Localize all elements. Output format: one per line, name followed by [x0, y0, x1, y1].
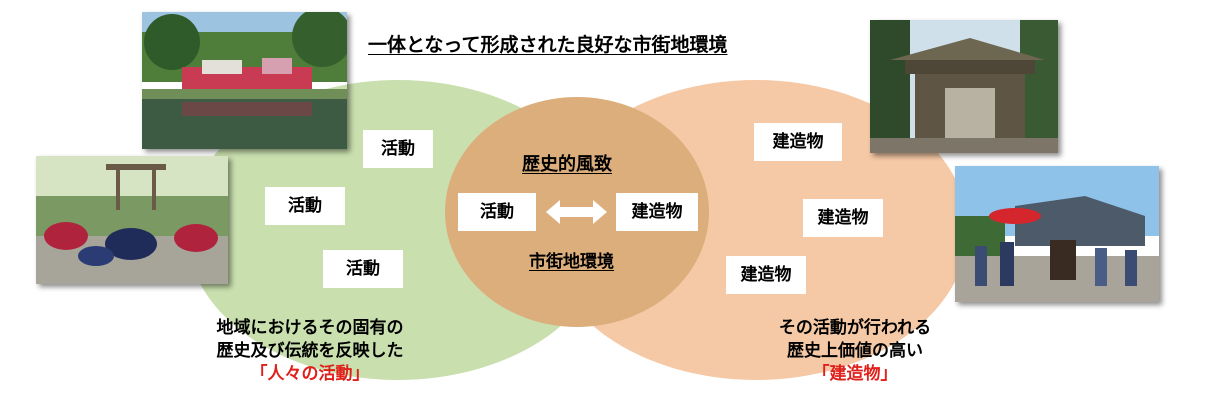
- activity-caption-line2: 歴史及び伝統を反映した: [216, 341, 404, 361]
- activity-caption-line1: 地域におけるその固有の: [216, 318, 404, 338]
- shrine-gate-photo: [870, 20, 1058, 153]
- center-title: 歴史的風致: [522, 154, 612, 175]
- center-building-label: 建造物: [616, 193, 698, 231]
- double-arrow-icon: [546, 200, 607, 224]
- festival-dance-photo: [36, 156, 228, 284]
- building-caption-line2: 歴史上価値の高い: [787, 341, 923, 361]
- activity-caption: 地域におけるその固有の 歴史及び伝統を反映した 「人々の活動」: [185, 317, 435, 386]
- center-activity-label: 活動: [458, 193, 536, 231]
- festival-pond-photo: [142, 12, 347, 149]
- building-caption-line1: その活動が行われる: [778, 318, 932, 338]
- building-caption: その活動が行われる 歴史上価値の高い 「建造物」: [752, 317, 958, 386]
- diagram-title: 一体となって形成された良好な市街地環境: [368, 34, 728, 56]
- activity-label-3: 活動: [323, 250, 403, 288]
- activity-caption-highlight: 「人々の活動」: [250, 364, 370, 384]
- building-label-3: 建造物: [726, 256, 806, 294]
- activity-label-2: 活動: [265, 187, 345, 225]
- activity-label-1: 活動: [363, 130, 433, 168]
- building-label-2: 建造物: [803, 199, 883, 237]
- center-subtitle: 市街地環境: [529, 252, 614, 272]
- building-label-1: 建造物: [754, 123, 842, 161]
- building-caption-highlight: 「建造物」: [812, 364, 898, 384]
- procession-photo: [955, 166, 1159, 302]
